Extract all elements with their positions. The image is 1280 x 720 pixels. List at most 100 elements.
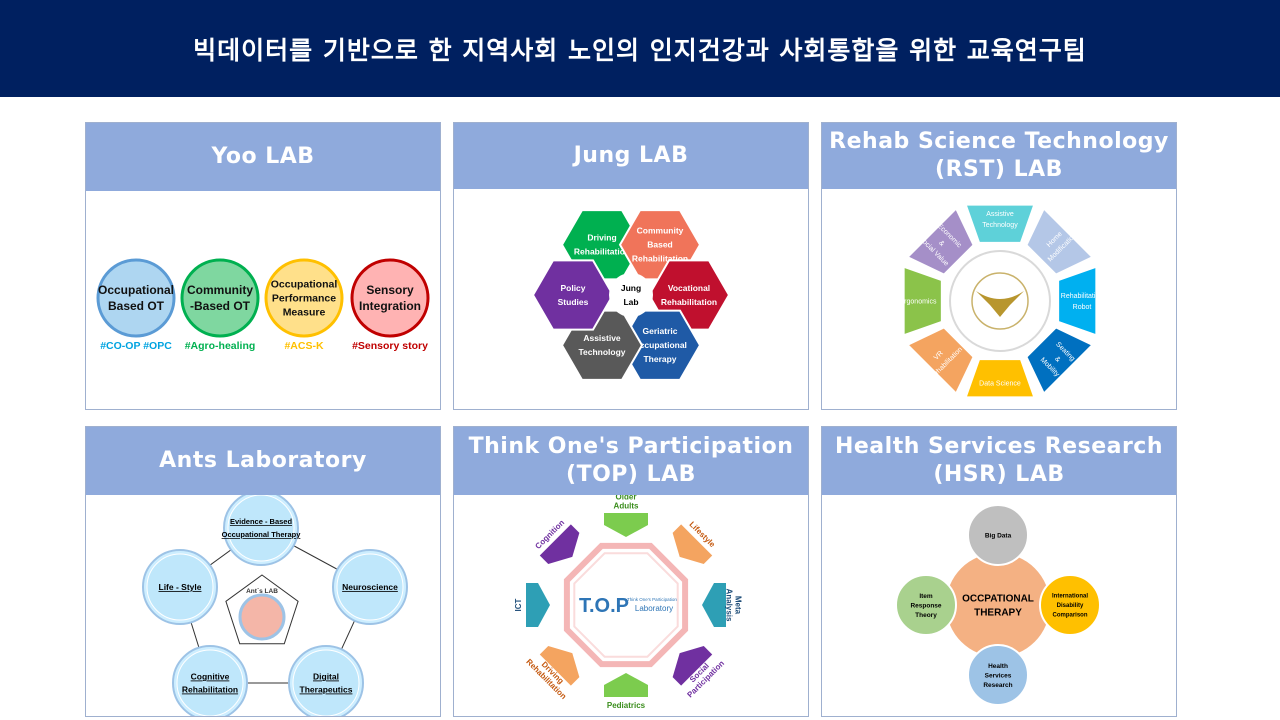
lab-card-header: Yoo LAB — [86, 123, 440, 191]
top-item — [604, 513, 648, 537]
rst-segment — [965, 358, 1035, 398]
research-area-label: Community-Based OT — [187, 283, 253, 313]
lab-card-rst: Rehab Science Technology (RST) LAB Assis… — [821, 122, 1177, 410]
research-area-circle — [350, 258, 430, 338]
hsr-satellite — [967, 504, 1029, 566]
hashtag-label: #CO-OP #OPC — [100, 340, 172, 352]
title-banner: 빅데이터를 기반으로 한 지역사회 노인의 인지건강과 사회통합을 위한 교육연… — [0, 0, 1280, 97]
ants-node-inner — [227, 495, 295, 562]
top-item — [539, 524, 580, 564]
top-arrow-shape — [526, 583, 550, 627]
research-area-circle — [264, 258, 344, 338]
lab-card-header: Health Services Research (HSR) LAB — [822, 427, 1176, 495]
top-item-label: ICT — [514, 598, 523, 611]
top-item — [539, 646, 580, 686]
lab-card-ants: Ants Laboratory Ant`s LAB Evidence - Base… — [85, 426, 441, 717]
ants-node-inner — [336, 553, 404, 621]
puzzle-piece — [531, 259, 615, 331]
rst-segment — [1025, 208, 1093, 276]
rst-segment — [1057, 266, 1097, 336]
top-center-small-bottom: Laboratory — [635, 604, 673, 613]
lab-card-top: Think One's Participation (TOP) LAB T.O.… — [453, 426, 809, 717]
eagle-emblem-icon — [976, 291, 1024, 317]
ants-center-label: Ant`s LAB — [246, 588, 278, 595]
top-item — [702, 583, 726, 627]
lab-card-hsr: Health Services Research (HSR) LAB OCCPA… — [821, 426, 1177, 717]
top-arrow-shape — [702, 583, 726, 627]
hashtag-label: #ACS-K — [284, 340, 324, 352]
top-item — [672, 646, 713, 686]
hashtag-label: #Sensory story — [352, 340, 428, 352]
lab-name: Rehab Science Technology (RST) LAB — [829, 129, 1169, 182]
hsr-satellite — [967, 644, 1029, 706]
top-octagon-inner — [573, 552, 679, 658]
top-arrow-shape — [672, 646, 713, 686]
top-arrow-shape — [604, 673, 648, 697]
ants-node-inner — [146, 553, 214, 621]
rst-segment — [903, 266, 943, 336]
lab-card-header: Rehab Science Technology (RST) LAB — [822, 123, 1176, 189]
rst-segment — [1025, 326, 1093, 394]
lab-card-header: Jung LAB — [454, 123, 808, 189]
rst-segment — [907, 208, 975, 276]
top-item-label: Pediatrics — [607, 701, 646, 710]
ants-node-label: Life - Style — [159, 582, 202, 592]
hsr-satellite-label: Big Data — [985, 532, 1012, 539]
top-center-big: T.O.P — [579, 595, 629, 617]
lab-name: Jung LAB — [573, 143, 689, 168]
rst-segment — [965, 204, 1035, 244]
lab-name: Yoo LAB — [211, 144, 315, 169]
rst-segment-label: Ergonomics — [900, 298, 937, 305]
page-title: 빅데이터를 기반으로 한 지역사회 노인의 인지건강과 사회통합을 위한 교육연… — [193, 35, 1087, 65]
puzzle-center — [609, 273, 653, 317]
emblem-ring-icon — [971, 272, 1029, 330]
hsr-center-circle — [946, 553, 1050, 657]
lab-name: Health Services Research (HSR) LAB — [834, 434, 1164, 487]
rst-segment — [907, 326, 975, 394]
hashtag-label: #Agro-healing — [185, 340, 256, 352]
top-arrow-shape — [604, 513, 648, 537]
hsr-satellite — [1039, 574, 1101, 636]
top-item — [526, 583, 550, 627]
rst-segment-label: Data Science — [979, 380, 1021, 387]
lab-name: Ants Laboratory — [159, 448, 367, 473]
hsr-satellite — [895, 574, 957, 636]
brain-icon — [238, 593, 286, 641]
ants-node-inner — [292, 649, 360, 716]
top-arrow-shape — [539, 646, 580, 686]
top-item — [604, 673, 648, 697]
top-item-label: MetaAnalysis — [725, 589, 743, 622]
top-arrow-shape — [539, 524, 580, 564]
ants-node-inner — [176, 649, 244, 716]
lab-name: Think One's Participation (TOP) LAB — [468, 434, 794, 487]
top-item — [672, 524, 713, 564]
lab-card-header: Ants Laboratory — [86, 427, 440, 495]
research-area-circle — [96, 258, 176, 338]
